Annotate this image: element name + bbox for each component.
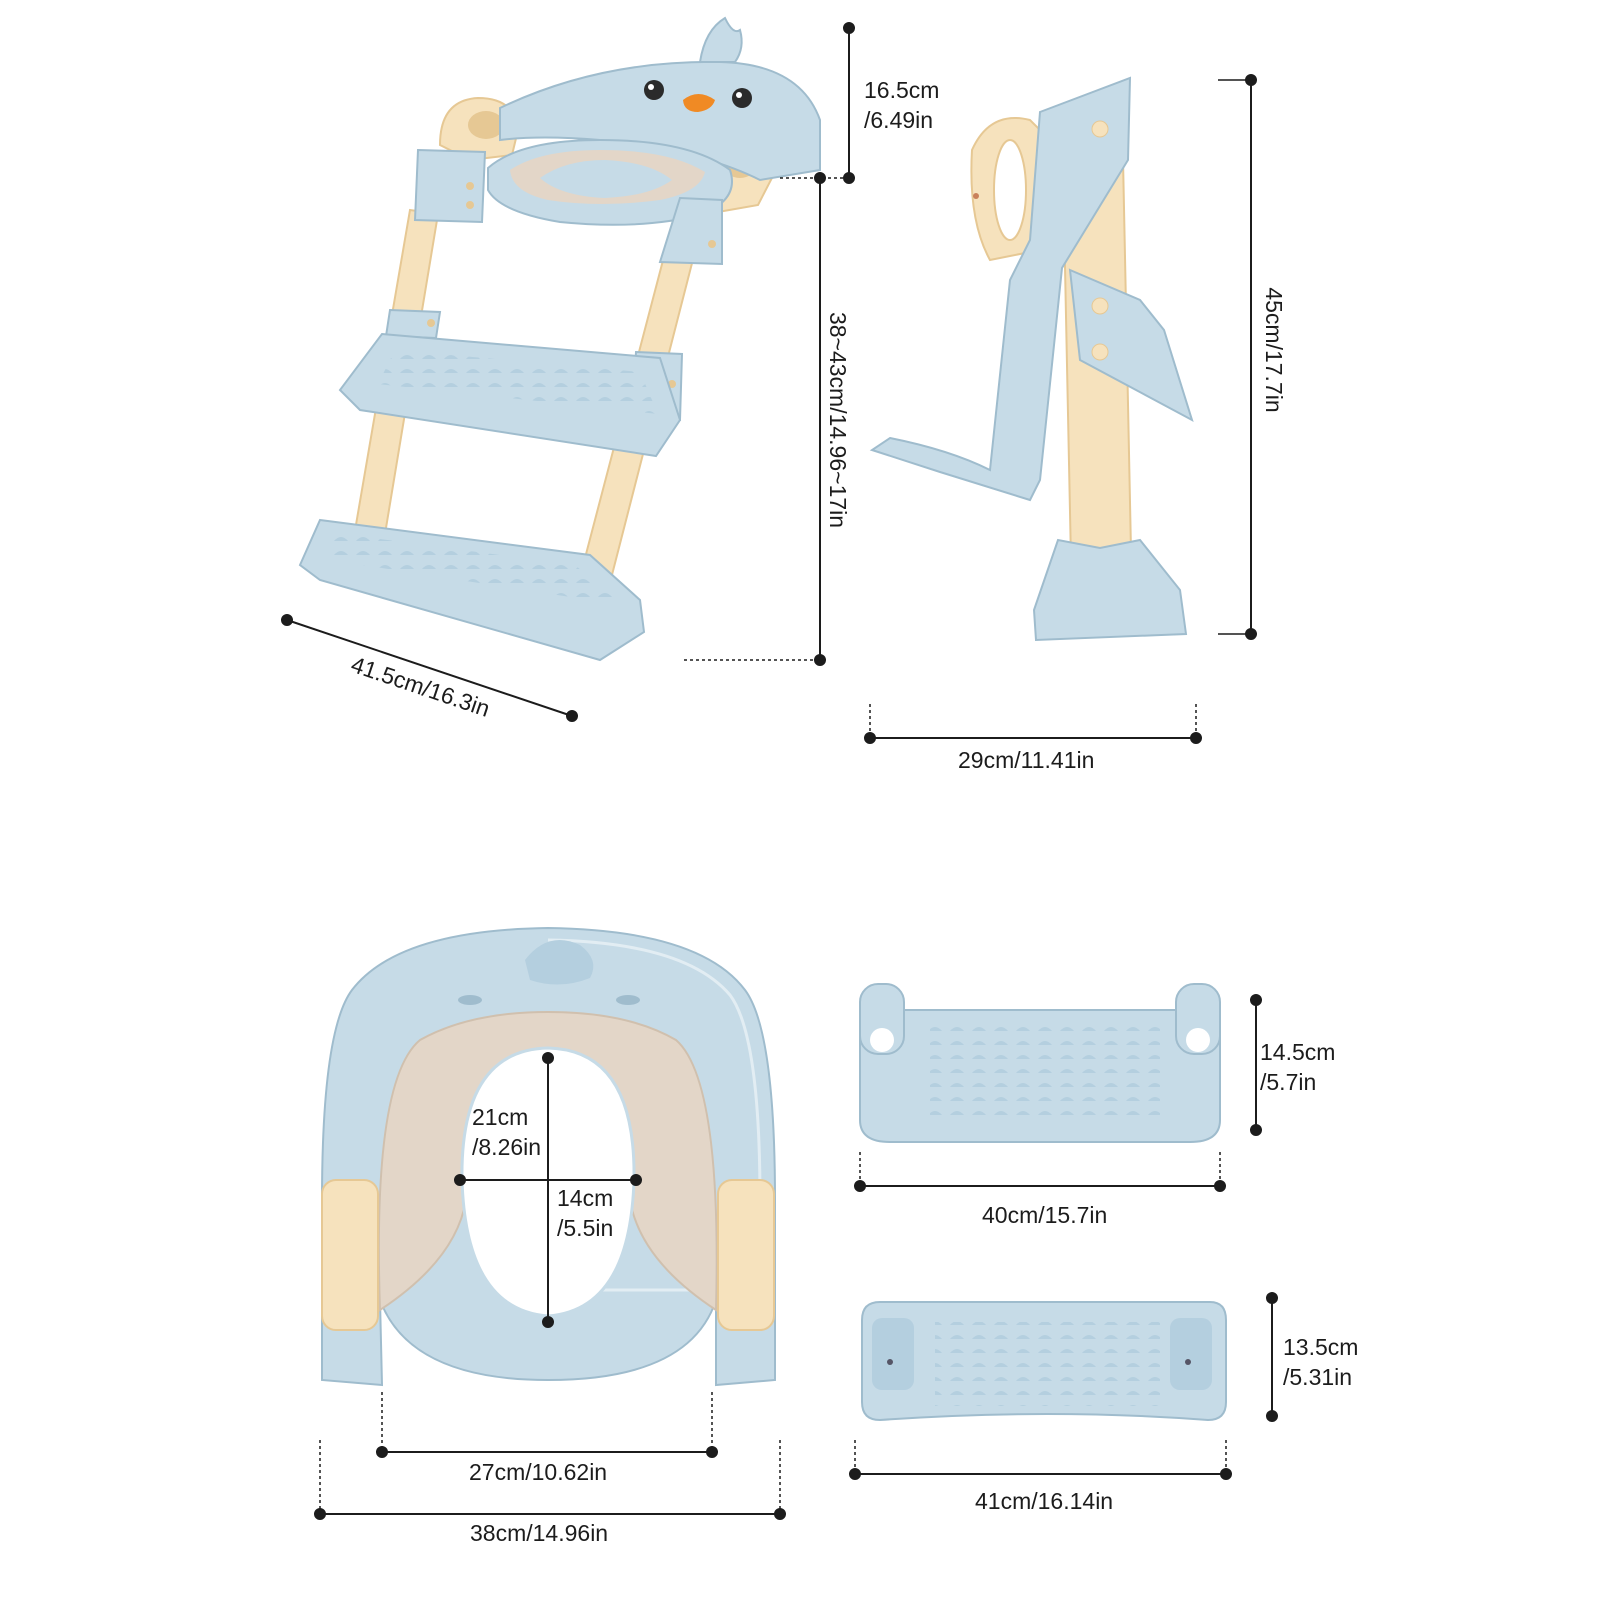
seat-inner-width-label: 27cm/10.62in	[469, 1459, 608, 1485]
ladder-lower-step	[298, 518, 646, 662]
seat-hole-length-label: 21cm /8.26in	[472, 1104, 542, 1160]
ladder-upper-step	[338, 332, 682, 458]
backrest-height-label: 16.5cm /6.49in	[864, 77, 940, 133]
lower-step-width-label: 41cm/16.14in	[975, 1488, 1114, 1514]
side-height-label: 45cm/17.7in	[1261, 287, 1287, 412]
seat-hole-width-label: 14cm /5.5in	[557, 1185, 614, 1241]
lower-step-top-illustration	[861, 1301, 1227, 1422]
seat-ring	[487, 138, 733, 226]
lower-step-depth-label: 13.5cm /5.31in	[1283, 1334, 1359, 1390]
duck-right-eye	[732, 88, 752, 108]
dimension-lines	[281, 22, 1278, 1520]
left-handle	[438, 96, 520, 162]
duck-beak	[683, 94, 715, 112]
upper-step-depth-label: 14.5cm /5.7in	[1260, 1039, 1336, 1095]
ladder-width-label: 41.5cm/16.3in	[348, 651, 493, 722]
duck-left-eye	[644, 80, 664, 100]
ladder-side-illustration	[869, 76, 1194, 642]
ladder-front-illustration	[298, 16, 821, 662]
upper-step-top-illustration	[859, 983, 1221, 1143]
duck-backrest	[499, 16, 821, 182]
ladder-height-label: 38~43cm/14.96~17in	[825, 312, 851, 528]
seat-outer-width-label: 38cm/14.96in	[470, 1520, 609, 1546]
upper-step-width-label: 40cm/15.7in	[982, 1202, 1108, 1228]
side-depth-label: 29cm/11.41in	[958, 747, 1095, 773]
